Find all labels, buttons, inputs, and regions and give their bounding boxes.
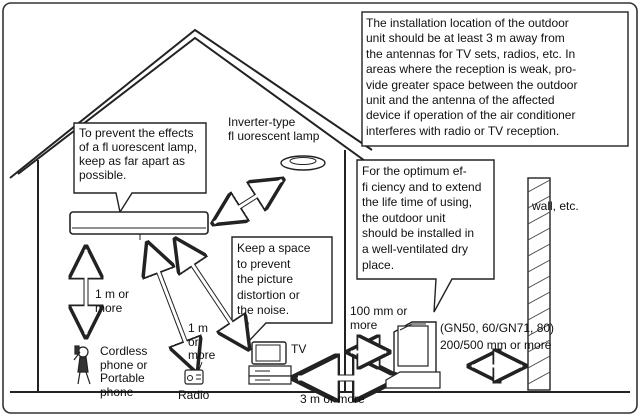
outdoor-location-note: The installation location of the outdoor…: [366, 16, 578, 138]
fluorescent-note: To prevent the effects of a fl uorescent…: [79, 126, 198, 182]
keep-space-note: Keep a space to prevent the picture dist…: [237, 241, 311, 317]
outdoor-unit-icon: [385, 321, 441, 389]
phone-distance-label: 1 m or more: [95, 287, 130, 315]
wall-hatched: [527, 177, 551, 391]
models-label: (GN50, 60/GN71, 80): [440, 321, 555, 335]
wall-label: wall, etc.: [532, 199, 579, 213]
radio-distance-label: 1 m or more: [188, 321, 216, 362]
optimum-note-box: [356, 159, 495, 313]
phone-label: Cordless phone or Portable phone: [100, 344, 148, 399]
tv-distance-arrow-fill: [176, 242, 248, 346]
tv-icon: [248, 341, 292, 385]
tv-label: TV: [291, 342, 307, 356]
lamp-label: Inverter-type fl uorescent lamp: [228, 115, 320, 143]
radio-label: Radio: [178, 388, 210, 402]
tv-distance-label: 3 m or more: [300, 392, 365, 406]
outdoor-location-note-box: [361, 11, 629, 147]
radio-icon: [184, 361, 204, 385]
wall-clearance-label: 200/500 mm or more: [440, 338, 552, 352]
fluorescent-lamp: [280, 155, 326, 171]
outdoor-clearance-label: 100 mm or more: [350, 304, 408, 332]
roof-line: [9, 28, 373, 179]
optimum-note: For the optimum ef- fi ciency and to ext…: [362, 164, 482, 272]
indoor-unit: [69, 211, 209, 240]
fluorescent-note-box: [73, 122, 207, 214]
lamp-distance-arrow-fill: [213, 178, 283, 225]
phone-person-icon: [73, 345, 91, 385]
